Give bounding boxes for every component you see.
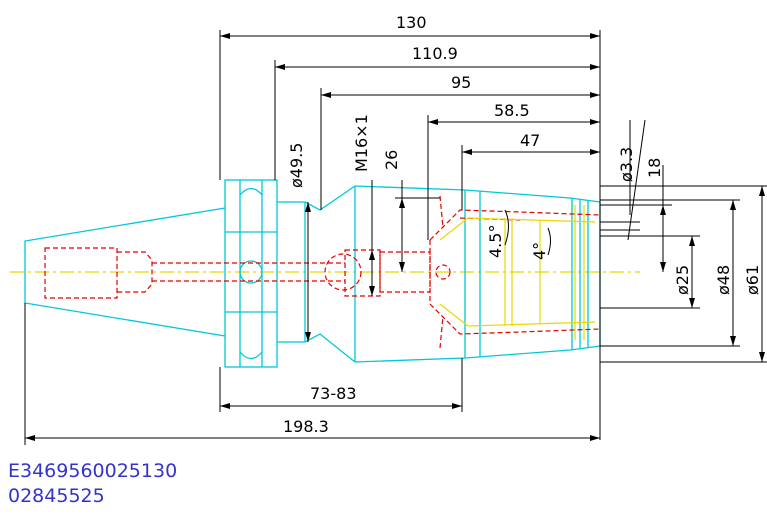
dim-18: 18: [645, 158, 664, 178]
dim-dia-25: ø25: [673, 265, 692, 295]
dim-m16: M16×1: [352, 114, 371, 172]
dim-dia-48: ø48: [714, 265, 733, 295]
dim-dia-3-3: ø3.3: [617, 147, 636, 182]
holder-outline: [24, 179, 601, 368]
dim-26: 26: [382, 150, 401, 170]
dim-110-9: 110.9: [412, 44, 458, 63]
collet-lines: [439, 205, 596, 340]
part-code-line-2: 02845525: [8, 485, 105, 507]
dim-73-83: 73-83: [310, 384, 357, 403]
dim-58-5: 58.5: [494, 101, 530, 120]
dim-130: 130: [396, 13, 427, 32]
dim-95: 95: [451, 73, 471, 92]
dim-angle-4-5: 4.5°: [486, 225, 505, 258]
dim-198-3: 198.3: [283, 417, 329, 436]
hidden-lines: [44, 195, 601, 349]
dim-dia-49-5: ø49.5: [287, 143, 306, 188]
part-code-line-1: E3469560025130: [8, 460, 177, 482]
dimension-lines: [24, 30, 767, 445]
dim-47: 47: [520, 131, 540, 150]
dim-dia-61: ø61: [743, 265, 762, 295]
dim-angle-4: 4°: [530, 242, 549, 260]
